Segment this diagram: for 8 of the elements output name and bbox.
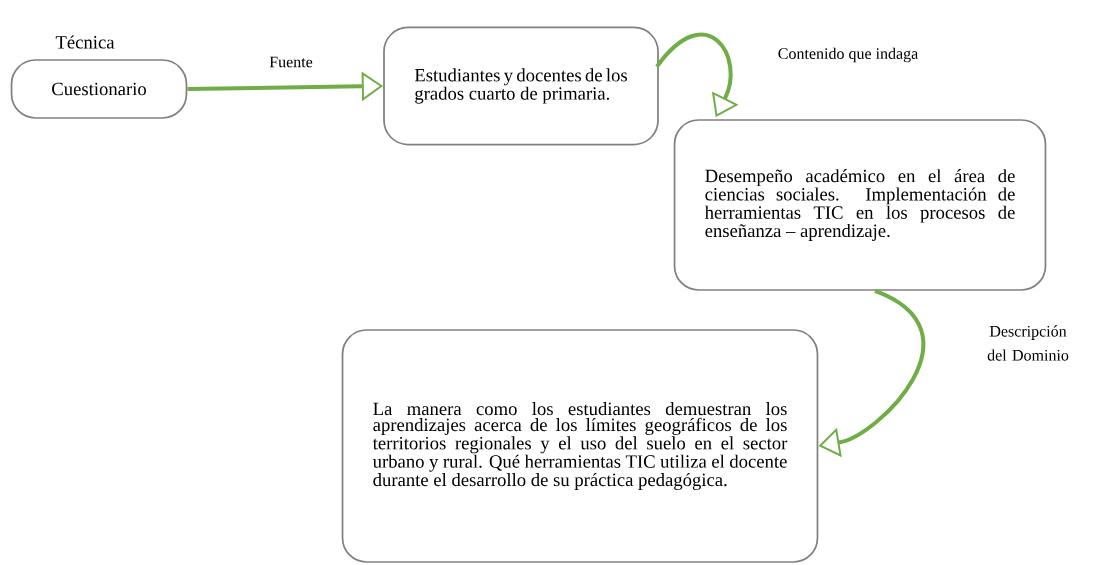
rounded-box: La manera como los estudiantes demuestran los aprendizajes acerca de los límites geográficos de los territorios regionales y el uso del suelo en el sector urbano y rural. Qué herramientas TIC utiliza el docente durante el desarrollo de su práctica pedagógica. bbox=[341, 329, 819, 563]
rounded-box: Estudiantes y docentes de los grados cuarto de primaria. bbox=[383, 26, 659, 146]
heading-text: Técnica bbox=[55, 35, 115, 49]
edge-label: Descripción del Dominio bbox=[987, 325, 1069, 361]
rounded-box: Desempeño académico en el área de ciencias sociales. Implementación de herramientas TIC en los procesos de enseñanza – aprendizaje. bbox=[673, 119, 1047, 291]
edge-label: Fuente bbox=[269, 56, 313, 68]
rounded-box: Cuestionario bbox=[10, 59, 188, 119]
edge-label: Contenido que indaga bbox=[778, 47, 918, 63]
